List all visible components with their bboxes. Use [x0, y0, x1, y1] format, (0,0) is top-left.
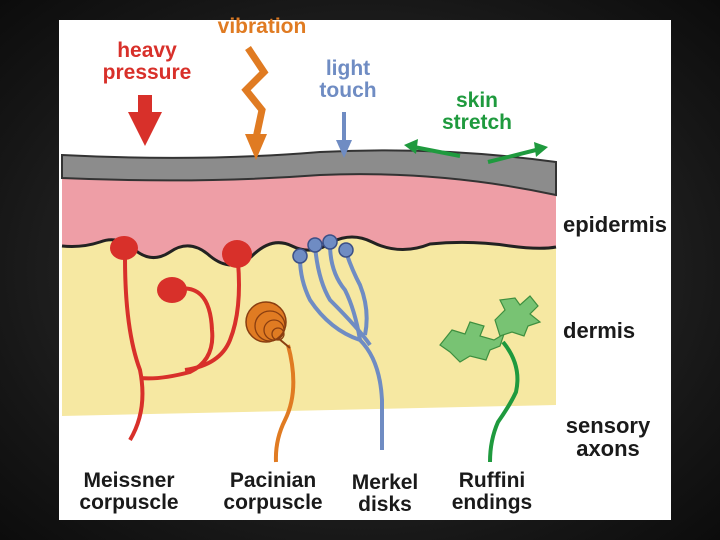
pacinian-line-2: corpuscle	[223, 491, 323, 515]
light-touch-line-1: light	[325, 57, 371, 80]
skin-stretch-line-1: skin	[455, 89, 499, 112]
sensory-axons-label: sensory axons	[563, 414, 653, 460]
ruffini-label: Ruffini endings	[440, 469, 544, 515]
ruffini-line-1: Ruffini	[458, 469, 526, 492]
surface-layer	[61, 149, 557, 197]
ruffini-line-2: endings	[451, 491, 533, 515]
sensory-axons-line-1: sensory	[565, 413, 651, 438]
heavy-pressure-label: heavy pressure	[88, 39, 206, 85]
skin-stretch-arrows	[404, 139, 548, 164]
vibration-label: vibration	[204, 15, 320, 38]
merkel-label: Merkel disks	[342, 471, 428, 517]
meissner-line-1: Meissner	[83, 469, 175, 492]
skin-stretch-line-2: stretch	[441, 111, 513, 135]
meissner-corpuscle	[110, 236, 252, 442]
heavy-pressure-arrow	[128, 95, 162, 146]
epidermis-label: epidermis	[563, 212, 667, 237]
merkel-disks	[292, 234, 384, 450]
pacinian-label: Pacinian corpuscle	[212, 469, 334, 515]
light-touch-arrow	[336, 112, 352, 158]
vibration-line-1: vibration	[217, 15, 307, 38]
light-touch-line-2: touch	[319, 79, 377, 103]
merkel-line-2: disks	[358, 493, 412, 517]
meissner-label: Meissner corpuscle	[68, 469, 190, 515]
pacinian-corpuscle	[245, 301, 296, 463]
heavy-pressure-line-2: pressure	[102, 61, 192, 85]
dermis-label: dermis	[563, 318, 636, 343]
sensory-axons-line-2: axons	[576, 436, 640, 462]
meissner-line-2: corpuscle	[79, 491, 179, 515]
skin-stretch-label: skin stretch	[430, 89, 524, 135]
vibration-arrow	[241, 46, 269, 160]
merkel-line-1: Merkel	[351, 471, 419, 494]
heavy-pressure-line-1: heavy	[117, 39, 177, 62]
ruffini-endings	[439, 295, 542, 463]
pacinian-line-1: Pacinian	[229, 469, 317, 492]
light-touch-label: light touch	[306, 57, 390, 103]
